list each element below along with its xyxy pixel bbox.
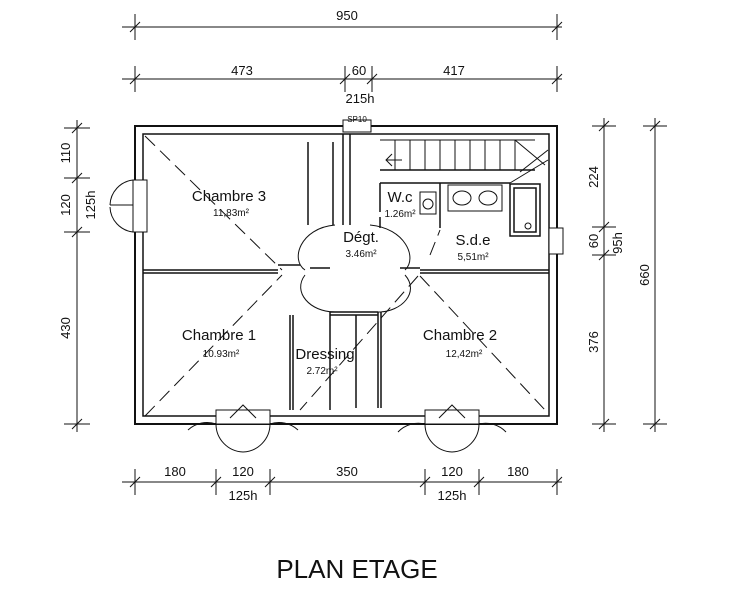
dim-right-mid-h: 95h — [610, 232, 625, 254]
window-left — [132, 179, 148, 233]
room-diagonals — [144, 135, 546, 417]
dim-top-mid-h: 215h — [346, 91, 375, 106]
wc-bowl — [422, 198, 434, 210]
room-area-chambre3: 11,83m² — [213, 208, 250, 219]
dim-bottom-b: 120 — [232, 464, 254, 479]
dim-left-top: 110 — [58, 143, 73, 164]
room-area-wc: 1.26m² — [384, 209, 416, 220]
dim-left-mid-h: 125h — [83, 191, 98, 220]
dim-bottom-d-h: 125h — [438, 488, 467, 503]
room-name-chambre2: Chambre 2 — [423, 327, 497, 344]
room-name-chambre1: Chambre 1 — [182, 327, 256, 344]
dim-bottom-b-h: 125h — [229, 488, 258, 503]
dim-top-right: 417 — [443, 63, 465, 78]
room-name-degt: Dégt. — [343, 229, 379, 246]
dim-right-top: 224 — [586, 166, 601, 188]
room-area-sde: 5,51m² — [457, 252, 489, 263]
sde-sink-right — [478, 190, 498, 206]
sde-vanity — [447, 184, 503, 212]
window-sp — [342, 119, 372, 133]
sanitary-fixtures — [419, 184, 532, 230]
sde-sink-left — [452, 190, 472, 206]
dim-bottom-c: 350 — [336, 464, 358, 479]
room-labels: Chambre 3 11,83m² W.c 1.26m² Dégt. 3.46m… — [182, 188, 497, 377]
room-area-dressing: 2.72m² — [306, 366, 338, 377]
dim-top-left: 473 — [231, 63, 253, 78]
interior-walls — [143, 134, 549, 410]
room-area-degt: 3.46m² — [345, 249, 377, 260]
plan-title: PLAN ETAGE — [276, 554, 437, 584]
degt-oval — [297, 224, 411, 313]
room-name-chambre3: Chambre 3 — [192, 188, 266, 205]
dim-top-total: 950 — [336, 8, 358, 23]
room-area-chambre1: 10.93m² — [203, 349, 240, 360]
dim-left-bottom: 430 — [58, 317, 73, 339]
room-name-sde: S.d.e — [455, 232, 490, 249]
staircase — [380, 139, 549, 184]
dim-right-total: 660 — [637, 264, 652, 286]
room-name-dressing: Dressing — [295, 346, 354, 363]
room-name-wc: W.c — [388, 189, 413, 206]
window-bottom-left — [215, 409, 271, 425]
dim-right-mid: 60 — [586, 234, 601, 248]
wc-toilet — [419, 191, 437, 215]
window-right — [548, 227, 564, 255]
dim-right-bottom: 376 — [586, 331, 601, 353]
dimension-lines — [64, 14, 667, 495]
shower-drain — [524, 222, 532, 230]
window-bottom-right — [424, 409, 480, 425]
dim-bottom-d: 120 — [441, 464, 463, 479]
room-area-chambre2: 12,42m² — [446, 349, 483, 360]
openings — [109, 119, 564, 453]
sp-label: SP10 — [347, 115, 367, 124]
dim-bottom-a: 180 — [164, 464, 186, 479]
dim-top-mid: 60 — [352, 63, 366, 78]
dimension-texts: 950 473 60 417 215h 110 120 125h 430 224… — [58, 8, 652, 503]
dim-left-mid: 120 — [58, 194, 73, 216]
dim-bottom-e: 180 — [507, 464, 529, 479]
